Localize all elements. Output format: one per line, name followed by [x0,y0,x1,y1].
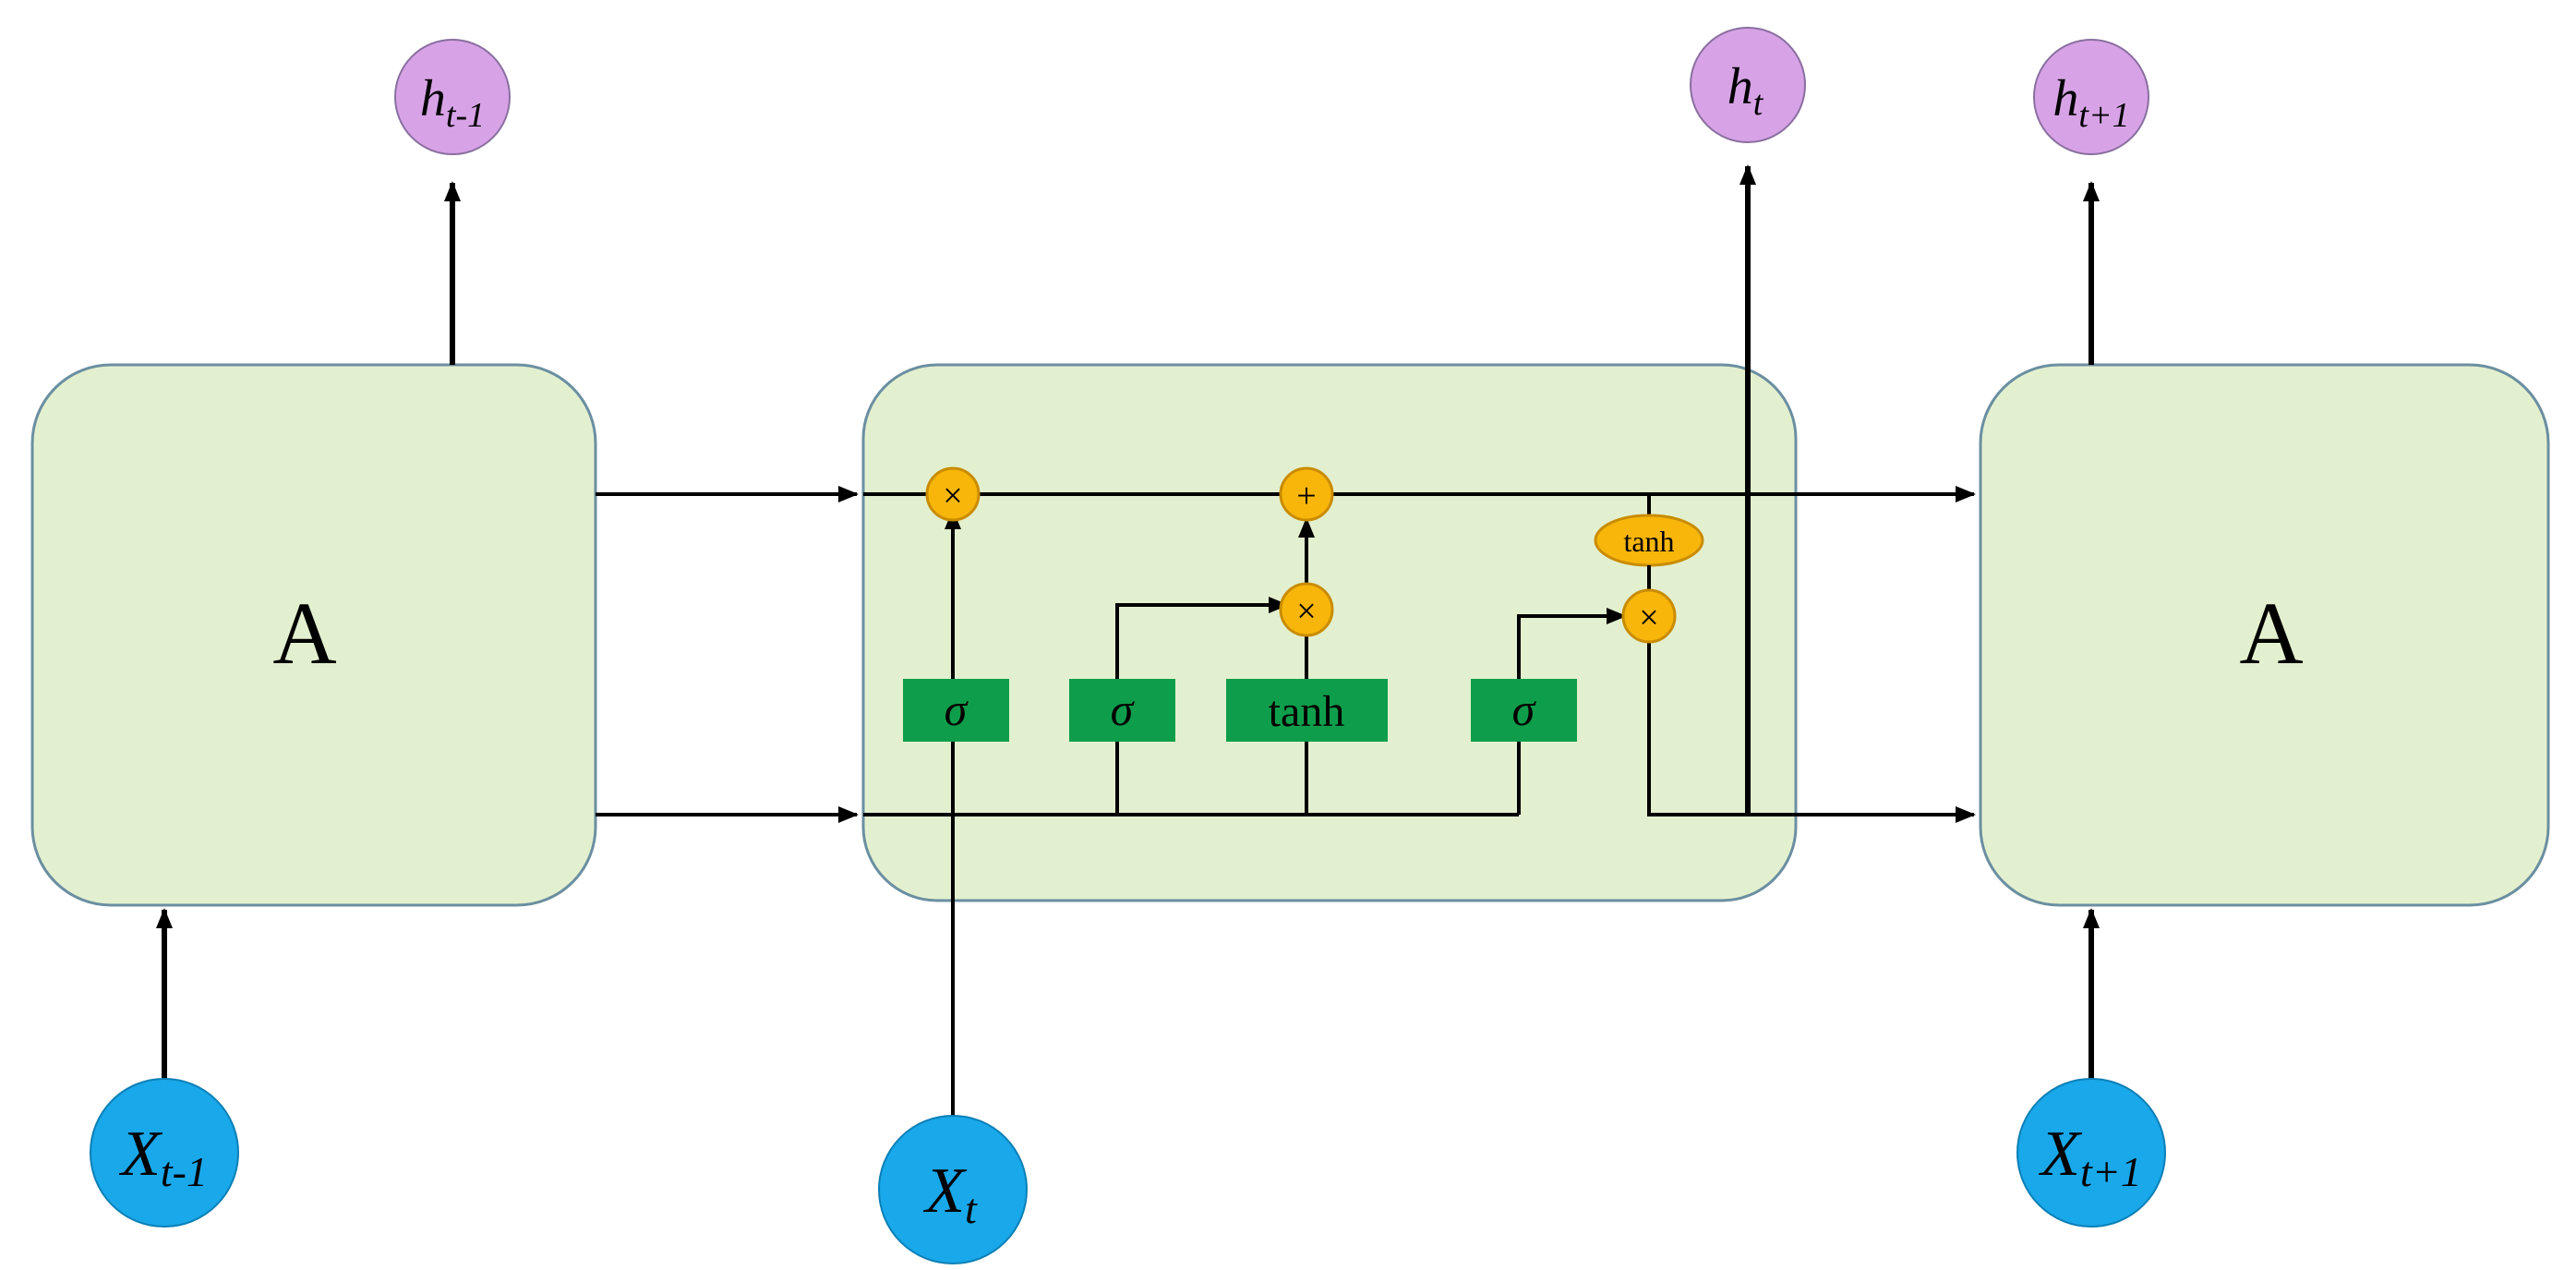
x-prev-label: Xt-1 [118,1119,208,1195]
forget-multiply-op [925,466,981,522]
left-cell-label: A [272,584,336,683]
x-prev-node [90,1078,239,1228]
output-multiply-op [1621,588,1677,644]
input-multiply-op [1279,582,1334,637]
h-curr-label: ht [1727,58,1764,123]
input-gate-line [1115,597,1289,815]
hidden-state-out-line [1647,637,1976,823]
forget-gate [903,679,1009,742]
output-gate-label: σ [1512,683,1537,735]
input-multiply-label: × [1296,592,1316,631]
candidate-gate [1226,679,1388,742]
right-cell-label: A [2239,584,2303,683]
candidate-gate-label: tanh [1269,687,1345,736]
add-label: + [1296,477,1316,515]
right-cell [1979,363,2550,907]
h-next-node [2033,39,2149,155]
h-curr-node [1690,27,1806,143]
x-curr-node [878,1115,1028,1264]
output-tanh-label: tanh [1623,525,1674,558]
output-gate-line [1517,608,1627,815]
x-next-node [2016,1078,2166,1228]
x-curr-label: Xt [922,1155,978,1232]
input-gate-label: σ [1111,683,1136,735]
forget-multiply-label: × [943,477,962,515]
add-op [1279,466,1334,522]
h-prev-node [394,39,511,155]
left-cell [30,363,597,907]
output-gate [1471,679,1577,742]
middle-cell [861,363,1798,902]
input-gate [1069,679,1175,742]
h-prev-label: ht-1 [420,70,485,135]
output-multiply-label: × [1639,599,1658,637]
h-next-label: ht+1 [2052,70,2129,135]
forget-gate-label: σ [945,683,969,735]
x-next-label: Xt+1 [2038,1119,2142,1195]
